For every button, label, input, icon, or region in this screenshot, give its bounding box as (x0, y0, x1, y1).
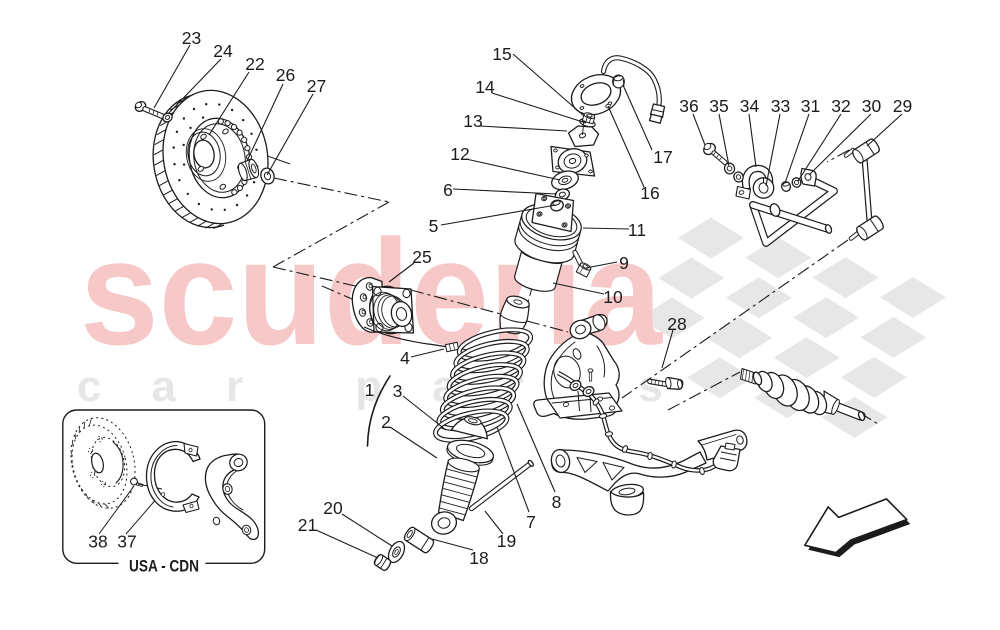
svg-text:10: 10 (603, 287, 623, 307)
svg-text:16: 16 (640, 183, 659, 203)
svg-text:8: 8 (552, 492, 562, 512)
svg-text:2: 2 (381, 412, 391, 432)
svg-text:34: 34 (740, 96, 760, 116)
svg-text:29: 29 (893, 96, 912, 116)
svg-text:4: 4 (400, 348, 410, 368)
svg-text:25: 25 (412, 247, 431, 267)
svg-text:15: 15 (492, 44, 511, 64)
svg-text:1: 1 (365, 380, 375, 400)
svg-text:7: 7 (526, 512, 536, 532)
svg-text:9: 9 (619, 253, 629, 273)
svg-text:13: 13 (463, 111, 482, 131)
svg-text:26: 26 (276, 65, 295, 85)
svg-text:14: 14 (475, 77, 495, 97)
svg-text:21: 21 (298, 515, 317, 535)
svg-text:27: 27 (307, 76, 326, 96)
svg-text:23: 23 (182, 28, 201, 48)
svg-text:28: 28 (667, 314, 686, 334)
svg-text:33: 33 (771, 96, 790, 116)
svg-text:31: 31 (801, 96, 820, 116)
svg-text:30: 30 (862, 96, 882, 116)
svg-text:18: 18 (469, 548, 488, 568)
svg-text:37: 37 (117, 532, 136, 552)
svg-text:20: 20 (323, 498, 343, 518)
svg-text:11: 11 (628, 220, 646, 240)
svg-text:32: 32 (831, 96, 850, 116)
svg-text:24: 24 (213, 41, 233, 61)
svg-text:22: 22 (245, 54, 264, 74)
svg-text:19: 19 (497, 531, 516, 551)
svg-text:USA - CDN: USA - CDN (129, 557, 199, 576)
svg-text:35: 35 (709, 96, 728, 116)
svg-text:3: 3 (393, 381, 403, 401)
svg-text:12: 12 (450, 144, 469, 164)
svg-text:38: 38 (88, 532, 107, 552)
svg-text:36: 36 (679, 96, 698, 116)
svg-text:17: 17 (653, 147, 672, 167)
svg-text:6: 6 (443, 180, 453, 200)
svg-text:5: 5 (429, 216, 439, 236)
